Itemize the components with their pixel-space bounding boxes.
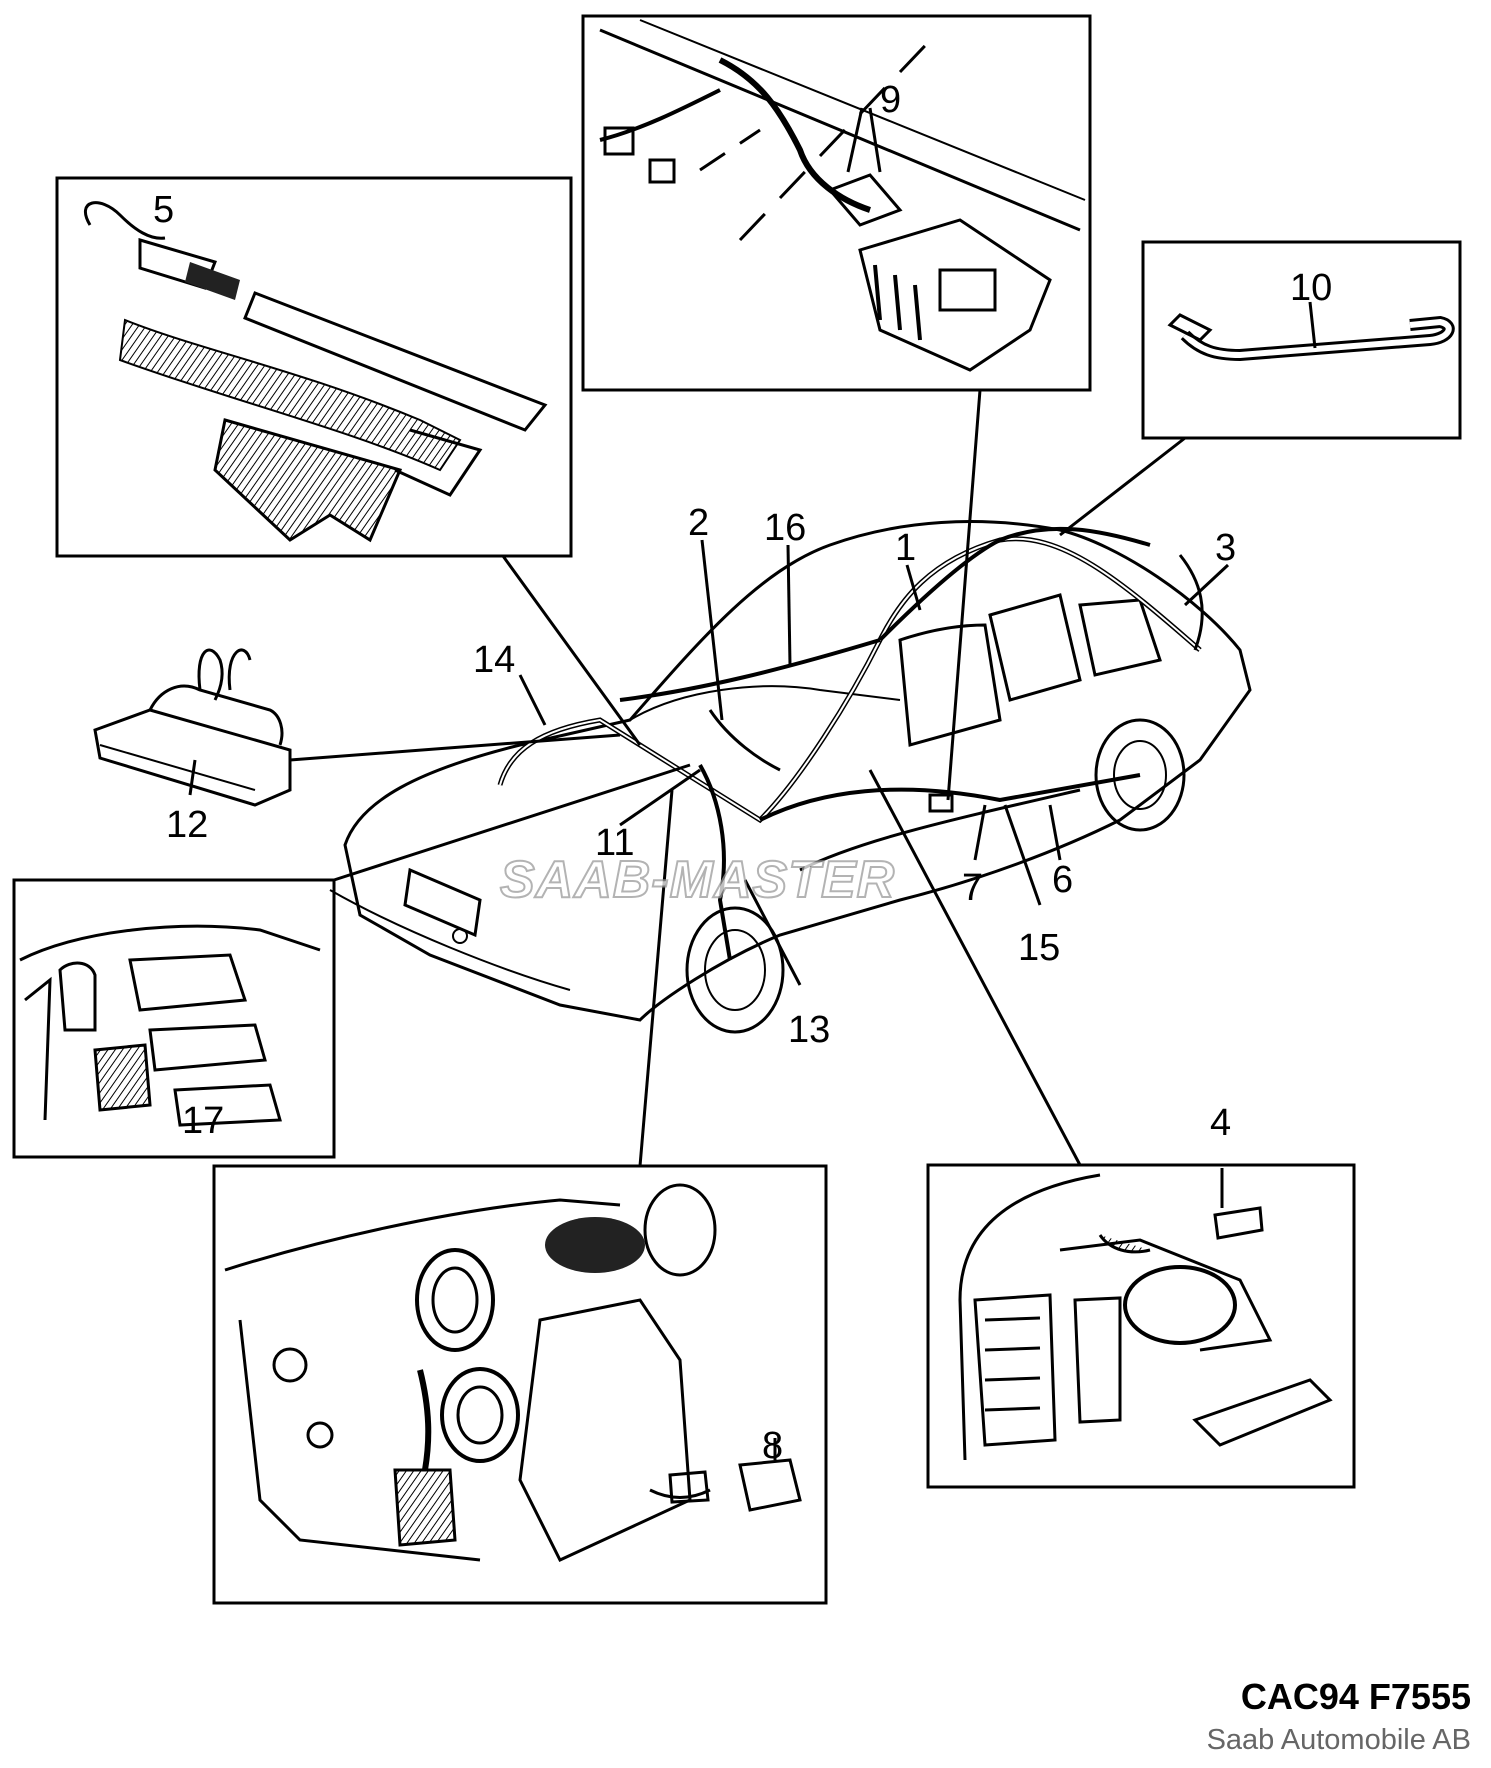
sensor-hose-detail [1141, 240, 1462, 440]
callout-7: 7 [962, 867, 983, 909]
callout-12: 12 [166, 804, 208, 846]
callout-11: 11 [595, 822, 634, 864]
leader-lines [188, 389, 1230, 1167]
callout-1: 1 [895, 527, 916, 569]
callout-15: 15 [1018, 927, 1060, 969]
fusebox-connector-detail [55, 176, 573, 558]
watermark: SAAB-MASTER [500, 851, 895, 909]
callout-14: 14 [473, 639, 515, 681]
callout-13: 13 [788, 1009, 830, 1051]
dash-control-module-detail [581, 14, 1092, 392]
figure-reference-code: CAC94 F7555 [1240, 1676, 1471, 1717]
callout-10: 10 [1290, 267, 1332, 309]
callout-16: 16 [764, 507, 806, 549]
callout-5: 5 [153, 189, 174, 231]
console-switch-detail [12, 878, 336, 1159]
heater-unit-detail [212, 1164, 828, 1605]
callout-3: 3 [1215, 527, 1236, 569]
callout-17: 17 [182, 1100, 224, 1142]
fuel-filler-detail [926, 1163, 1356, 1489]
wiring-harness-routes [497, 526, 1204, 961]
callout-8: 8 [762, 1425, 783, 1467]
callout-2: 2 [688, 502, 709, 544]
callout-4: 4 [1210, 1102, 1231, 1144]
callout-6: 6 [1052, 859, 1073, 901]
copyright-notice: Saab Automobile AB [1206, 1724, 1471, 1756]
callout-9: 9 [880, 79, 901, 121]
callout-labels: 1 2 3 4 5 6 7 8 9 10 11 12 13 14 15 16 1… [153, 79, 1332, 1467]
connector-12-illustration [93, 648, 292, 807]
